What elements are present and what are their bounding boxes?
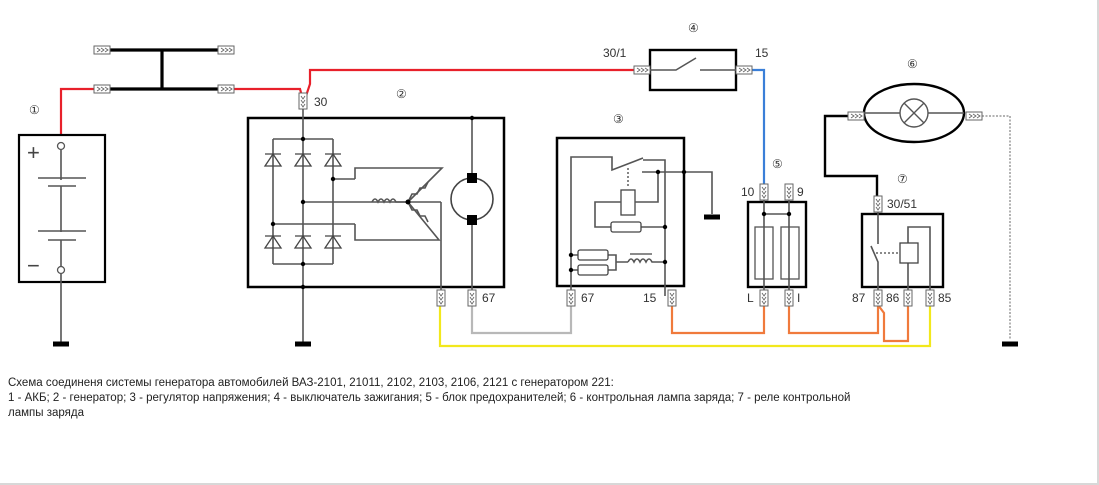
wire-black-lamp [823, 114, 879, 200]
wire-dotted [982, 115, 1011, 340]
jumper-cable [93, 45, 235, 94]
fuse-terminal-9: 9 [797, 185, 804, 199]
regulator-terminal-67: 67 [581, 291, 595, 305]
wire-blue [748, 68, 766, 188]
caption-legend-cont: лампы заряда [8, 407, 84, 419]
ignition-terminal-30-1: 30/1 [603, 46, 627, 60]
relay-terminal-30-51: 30/51 [887, 197, 917, 211]
wire-yellow [438, 305, 932, 348]
generator-terminal-30: 30 [314, 95, 328, 109]
marker-4: ④ [688, 21, 699, 35]
generator-terminal-67: 67 [482, 291, 496, 305]
caption-title: Схема соединеня системы генератора автом… [8, 377, 614, 389]
battery: ① + − [17, 103, 107, 347]
marker-5: ⑤ [772, 157, 783, 171]
wire-orange-1 [670, 305, 766, 335]
fuse-terminal-10: 10 [741, 185, 755, 199]
diagram-caption: Схема соединеня системы генератора автом… [8, 376, 1028, 421]
relay-terminal-85: 85 [938, 291, 952, 305]
marker-1: ① [29, 103, 40, 117]
ignition-switch: ④ 30/1 15 [603, 21, 769, 92]
charge-warning-lamp: ⑥ [847, 57, 983, 144]
fuse-block: ⑤ 10 9 L I [741, 157, 808, 307]
battery-plus-label: + [27, 140, 40, 165]
wire-red-battery [59, 87, 96, 145]
ignition-terminal-15: 15 [755, 46, 769, 60]
warning-lamp-relay: ⑦ 30/51 87 86 85 [852, 172, 952, 307]
ground-symbol [1002, 341, 1018, 347]
caption-legend: 1 - АКБ; 2 - генератор; 3 - регулятор на… [8, 392, 851, 404]
generator: ② 30 67 [246, 87, 506, 347]
marker-6: ⑥ [907, 57, 918, 71]
fuse-terminal-I: I [797, 291, 800, 305]
wire-red-generator [232, 87, 305, 101]
voltage-regulator: ③ 67 15 [555, 112, 720, 307]
marker-2: ② [396, 87, 407, 101]
marker-7: ⑦ [897, 172, 908, 186]
fuse-terminal-L: L [747, 291, 754, 305]
relay-terminal-87: 87 [852, 291, 866, 305]
wire-orange-2 [787, 304, 910, 343]
battery-minus-label: − [27, 253, 40, 278]
wire-lightgray [470, 305, 573, 335]
marker-3: ③ [613, 112, 624, 126]
wire-red-ignition [302, 68, 638, 103]
regulator-terminal-15: 15 [643, 291, 657, 305]
relay-terminal-86: 86 [886, 291, 900, 305]
